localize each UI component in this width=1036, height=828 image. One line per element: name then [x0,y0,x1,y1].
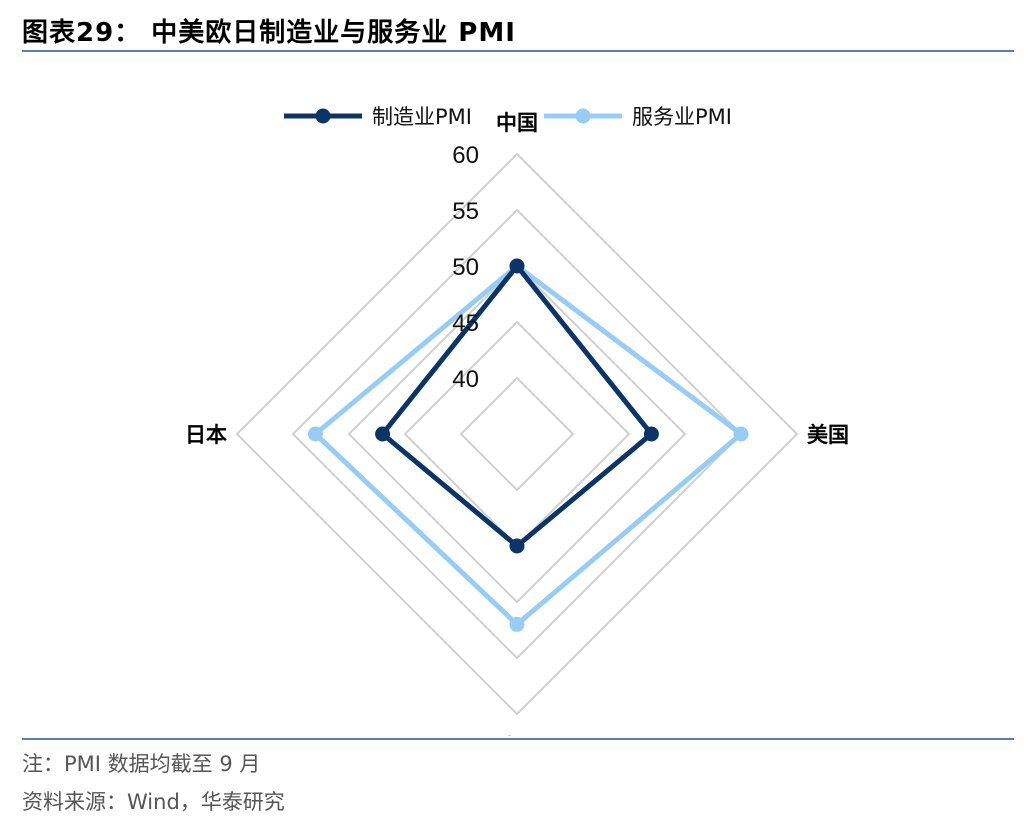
series-point [643,426,659,442]
series-point [509,258,525,274]
legend-swatch-marker [575,108,591,124]
series-point [509,616,525,632]
figure-title: 图表29： 中美欧日制造业与服务业 PMI [22,18,516,48]
title-divider [22,50,1014,52]
series-line-1 [380,263,654,549]
series-point [733,426,749,442]
tick-label: 40 [452,366,479,393]
grid-ring-40 [459,376,575,492]
grid-ring-60 [235,152,799,716]
tick-label: 50 [452,254,479,281]
grid-ring-50 [347,264,687,604]
legend-label: 制造业PMI [372,105,472,129]
footer-divider [22,738,1014,740]
radar-chart: 制造业PMI 服务业PMI 40 45 50 55 60 中国美国欧洲 日本 [185,105,849,736]
tick-labels: 40 45 50 55 60 [452,142,479,393]
tick-label: 60 [452,142,479,169]
grid-ring-45 [403,320,631,548]
footnote: 注：PMI 数据均截至 9 月 [22,752,261,776]
source-note: 资料来源：Wind，华泰研究 [22,790,285,814]
axis-label: 中国 [496,111,538,135]
series-line-2 [312,263,744,627]
axis-label: 欧洲 [496,735,538,736]
axis-labels: 中国美国欧洲 日本 [185,111,849,736]
grid-ring-55 [291,208,743,660]
legend-label: 服务业PMI [632,105,732,129]
axis-label: 日本 [185,423,227,447]
tick-label: 55 [452,198,479,225]
axis-label: 美国 [807,423,849,447]
series-point [307,426,323,442]
series-point [509,538,525,554]
tick-label: 45 [452,310,479,337]
legend: 制造业PMI 服务业PMI [284,105,732,129]
grid-layer [235,152,799,716]
series-point [375,426,391,442]
legend-swatch-marker [315,108,331,124]
series-layer [307,258,749,632]
